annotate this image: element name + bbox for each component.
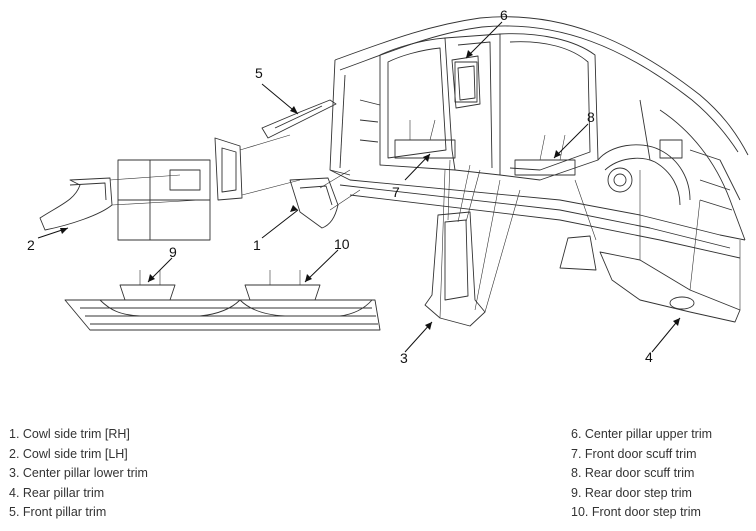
legend-item: 8. Rear door scuff trim (571, 466, 695, 480)
cowl-side-trim-rh (289, 177, 339, 229)
callout-3: 3 (400, 350, 408, 366)
center-pillar-lower-trim (424, 211, 486, 327)
legend-item: 10. Front door step trim (571, 505, 701, 519)
callout-4: 4 (645, 349, 653, 365)
callout-5: 5 (255, 65, 263, 81)
alignment-lines (109, 119, 741, 319)
legend-item: 7. Front door scuff trim (571, 446, 697, 461)
center-pillar-upper-trim (451, 55, 481, 109)
rear-pillar-trim (559, 235, 741, 323)
body-side-frame (329, 16, 749, 259)
legend-item: 2. Cowl side trim [LH] (9, 446, 128, 461)
legend-item: 4. Rear pillar trim (9, 485, 105, 500)
legend-item: 3. Center pillar lower trim (9, 466, 148, 480)
callout-2: 2 (27, 237, 35, 253)
legend-item: 5. Front pillar trim (9, 505, 107, 519)
callout-7: 7 (392, 184, 400, 200)
arrow-heads (60, 50, 680, 330)
legend-item: 9. Rear door step trim (571, 485, 692, 500)
cowl-side-trim-lh (39, 159, 211, 241)
callout-1: 1 (253, 237, 261, 253)
callout-6: 6 (500, 7, 508, 23)
front-pillar-trim (261, 99, 337, 139)
legend-right: 6. Center pillar upper trim 7. Front doo… (571, 425, 712, 523)
legend-left: 1. Cowl side trim [RH] 2. Cowl side trim… (9, 425, 148, 523)
callout-9: 9 (169, 244, 177, 260)
callout-8: 8 (587, 109, 595, 125)
legend-item: 6. Center pillar upper trim (571, 427, 713, 441)
pillar-bracket (214, 137, 243, 201)
door-step-trims (64, 284, 381, 331)
callout-10: 10 (334, 236, 350, 252)
exploded-trim-diagram (37, 16, 749, 353)
legend-item: 1. Cowl side trim [RH] (9, 427, 130, 441)
